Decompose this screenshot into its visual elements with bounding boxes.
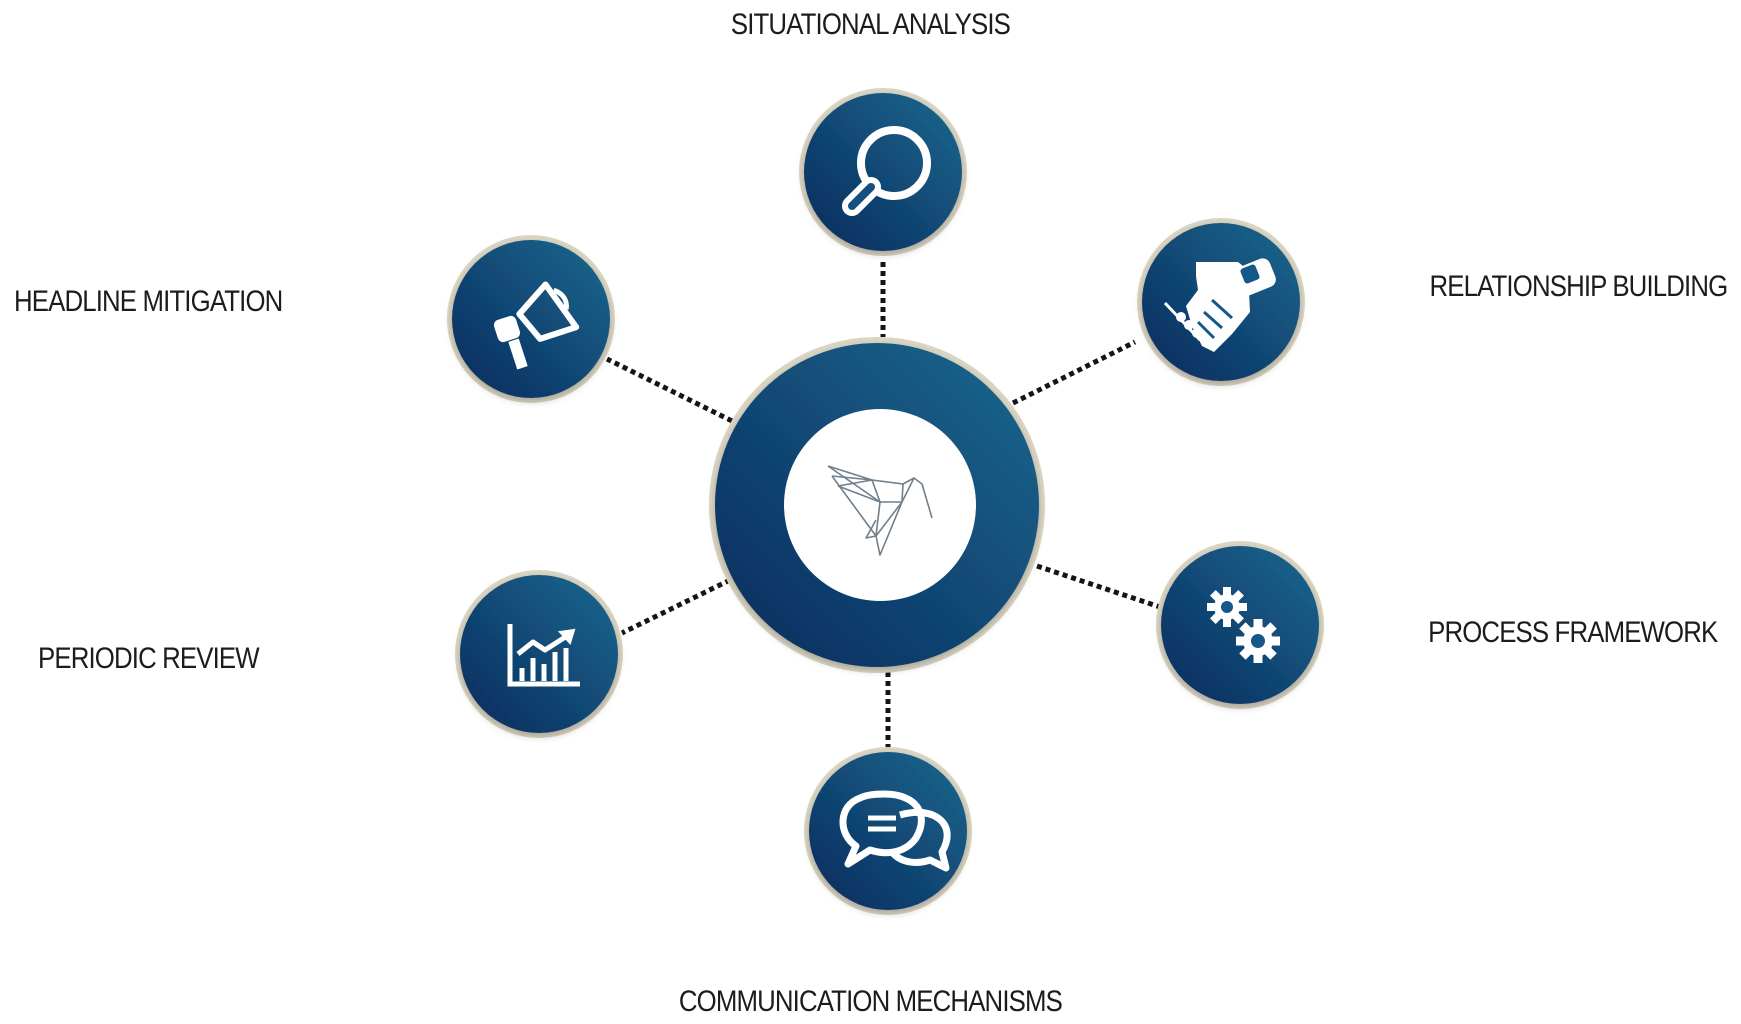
connector-relationship-building: [1011, 339, 1137, 406]
node-periodic-review: [455, 570, 623, 738]
origami-bird-logo: [827, 465, 933, 556]
growth-chart-icon: [507, 624, 580, 687]
node-relationship-building: [1137, 218, 1305, 386]
label-relationship-building: RELATIONSHIP BUILDING: [1429, 270, 1728, 303]
center-hub: [709, 337, 1045, 673]
connector-process-framework: [1036, 563, 1164, 611]
connectors: [605, 262, 1164, 748]
label-situational-analysis: SITUATIONAL ANALYSIS: [730, 8, 1011, 41]
label-periodic-review: PERIODIC REVIEW: [38, 642, 260, 675]
label-process-framework: PROCESS FRAMEWORK: [1427, 616, 1718, 649]
chat-bubbles-icon: [839, 790, 951, 872]
node-communication-mechanisms: [804, 747, 972, 915]
label-communication-mechanisms: COMMUNICATION MECHANISMS: [678, 985, 1063, 1018]
node-process-framework: [1156, 541, 1324, 709]
megaphone-icon: [493, 281, 580, 370]
node-headline-mitigation: [447, 235, 615, 403]
gears-icon: [1207, 587, 1280, 663]
connector-periodic-review: [620, 577, 732, 636]
label-headline-mitigation: HEADLINE MITIGATION: [14, 285, 283, 318]
node-situational-analysis: [799, 88, 967, 256]
magnifier-icon: [842, 126, 931, 216]
connector-headline-mitigation: [605, 356, 734, 424]
handshake-icon: [1163, 258, 1276, 352]
